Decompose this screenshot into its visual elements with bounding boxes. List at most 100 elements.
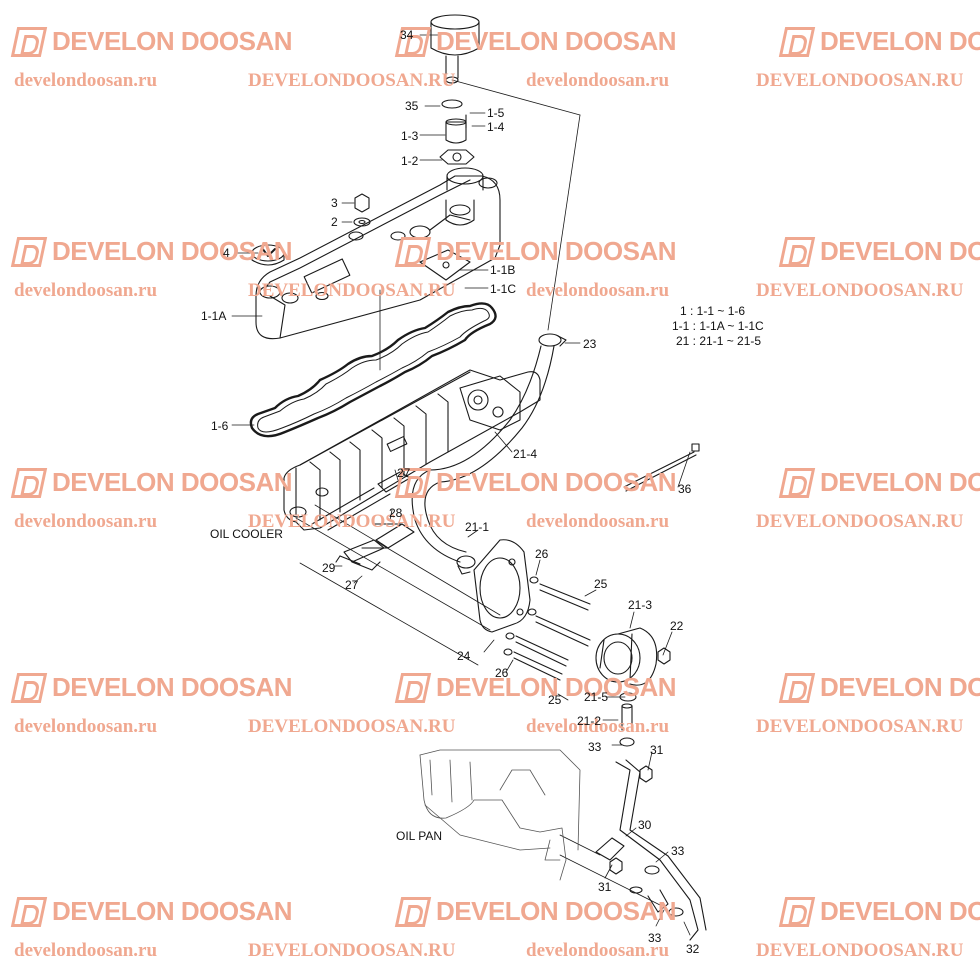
watermark-url: develondoosan.ru	[526, 70, 670, 91]
callout-25-upper: 25	[594, 577, 608, 591]
brand-mark-icon	[394, 236, 432, 267]
callout-23: 23	[583, 337, 597, 351]
brand-mark-icon	[10, 26, 48, 57]
legend-line-1: 1 : 1-1 ~ 1-6	[680, 304, 746, 318]
watermark-logo: DEVELON DOOSAN	[778, 896, 980, 927]
watermark-logo: DEVELON DOOSAN	[394, 467, 677, 498]
brand-mark-icon	[10, 672, 48, 703]
watermark-logo: DEVELON DOOSAN	[10, 26, 293, 57]
callout-1-1c: 1-1C	[490, 282, 517, 296]
watermark-url: DEVELONDOOSAN.RU	[756, 280, 964, 301]
breather-hose	[411, 333, 567, 563]
brand-mark-icon	[778, 672, 816, 703]
drain-pipe	[595, 759, 707, 941]
watermark-url: develondoosan.ru	[526, 280, 670, 301]
watermark-url: DEVELONDOOSAN.RU	[248, 511, 456, 532]
watermark-logo: DEVELON DOOSAN	[394, 896, 677, 927]
watermark-url: develondoosan.ru	[14, 716, 158, 737]
brand-mark-icon	[778, 236, 816, 267]
watermark-url: develondoosan.ru	[14, 70, 158, 91]
watermark-logo: DEVELON DOOSAN	[10, 896, 293, 927]
brand-mark-icon	[778, 26, 816, 57]
watermark-url: develondoosan.ru	[526, 511, 670, 532]
callout-21-3: 21-3	[628, 598, 653, 612]
watermark-url: DEVELONDOOSAN.RU	[756, 716, 964, 737]
o-ring	[441, 99, 463, 109]
watermark-logo: DEVELON DOOSAN	[394, 672, 677, 703]
watermark-logo: DEVELON DOOSAN	[778, 26, 980, 57]
long-bolts	[503, 576, 591, 681]
leader-lines	[231, 34, 691, 936]
watermark-logo: DEVELON DOOSAN	[778, 236, 980, 267]
oil-pan-label: OIL PAN	[396, 829, 443, 843]
callout-1-2: 1-2	[401, 154, 419, 168]
oil-cooler-label: OIL COOLER	[210, 527, 283, 541]
callout-33-lower: 33	[648, 931, 662, 945]
valve-cover-gasket	[249, 302, 497, 438]
callout-35: 35	[405, 99, 419, 113]
callout-32: 32	[686, 942, 700, 956]
callout-3: 3	[331, 196, 338, 210]
watermark-logo: DEVELON DOOSAN	[778, 672, 980, 703]
watermark-url: DEVELONDOOSAN.RU	[248, 70, 456, 91]
callout-26-upper: 26	[535, 547, 549, 561]
oil-cooler-housing	[283, 369, 541, 531]
separator-bracket	[473, 539, 531, 633]
watermark-url: develondoosan.ru	[14, 280, 158, 301]
assembly-legend: 1 : 1-1 ~ 1-6 1-1 : 1-1A ~ 1-1C 21 : 21-…	[672, 304, 764, 349]
cap-nut-washer	[353, 193, 371, 227]
callout-25-lower: 25	[548, 693, 562, 707]
callout-33-middle: 33	[671, 844, 685, 858]
callout-1-4: 1-4	[487, 120, 505, 134]
drain-fittings	[619, 692, 637, 747]
brand-mark-icon	[10, 896, 48, 927]
callout-21-2: 21-2	[577, 714, 602, 728]
callout-24: 24	[457, 649, 471, 663]
callout-30: 30	[638, 818, 652, 832]
cable-tie	[623, 443, 700, 492]
breather-base	[439, 114, 475, 165]
watermark-url: DEVELONDOOSAN.RU	[248, 716, 456, 737]
watermark-url: DEVELONDOOSAN.RU	[756, 511, 964, 532]
watermark-url: DEVELONDOOSAN.RU	[756, 940, 964, 961]
brand-mark-icon	[10, 236, 48, 267]
watermark-logo: DEVELON DOOSAN	[394, 236, 677, 267]
callout-29: 29	[322, 561, 336, 575]
callout-31-upper: 31	[650, 743, 664, 757]
valve-cover	[255, 167, 501, 340]
centrifugal-separator	[595, 627, 658, 686]
callout-26-lower: 26	[495, 666, 509, 680]
callout-22: 22	[670, 619, 684, 633]
callout-1-5: 1-5	[487, 106, 505, 120]
callout-27-lower: 27	[345, 578, 359, 592]
callout-1-3: 1-3	[401, 129, 419, 143]
callout-34: 34	[400, 28, 414, 42]
callout-31-lower: 31	[598, 880, 612, 894]
callout-21-1: 21-1	[465, 520, 490, 534]
watermark-url: develondoosan.ru	[526, 940, 670, 961]
brand-mark-icon	[394, 896, 432, 927]
legend-line-2: 1-1 : 1-1A ~ 1-1C	[672, 319, 764, 333]
watermark-logo: DEVELON DOOSAN	[778, 467, 980, 498]
callout-27-upper: 27	[397, 466, 411, 480]
watermark-logo: DEVELON DOOSAN	[394, 26, 677, 57]
brand-mark-icon	[394, 672, 432, 703]
oil-pan	[419, 749, 581, 881]
watermark-url: DEVELONDOOSAN.RU	[248, 280, 456, 301]
filler-cap	[251, 244, 285, 266]
watermark-logo: DEVELON DOOSAN	[10, 236, 293, 267]
callout-33-upper: 33	[588, 740, 602, 754]
callout-4: 4	[223, 246, 230, 260]
watermark-url: develondoosan.ru	[14, 940, 158, 961]
watermark-url: develondoosan.ru	[14, 511, 158, 532]
callout-28: 28	[389, 506, 403, 520]
callout-21-4: 21-4	[513, 447, 538, 461]
callout-1-6: 1-6	[211, 419, 229, 433]
banjo-bolt	[657, 647, 671, 665]
callout-36: 36	[678, 482, 692, 496]
brand-mark-icon	[10, 467, 48, 498]
callout-1-1b: 1-1B	[490, 263, 516, 277]
watermark-url: DEVELONDOOSAN.RU	[248, 940, 456, 961]
